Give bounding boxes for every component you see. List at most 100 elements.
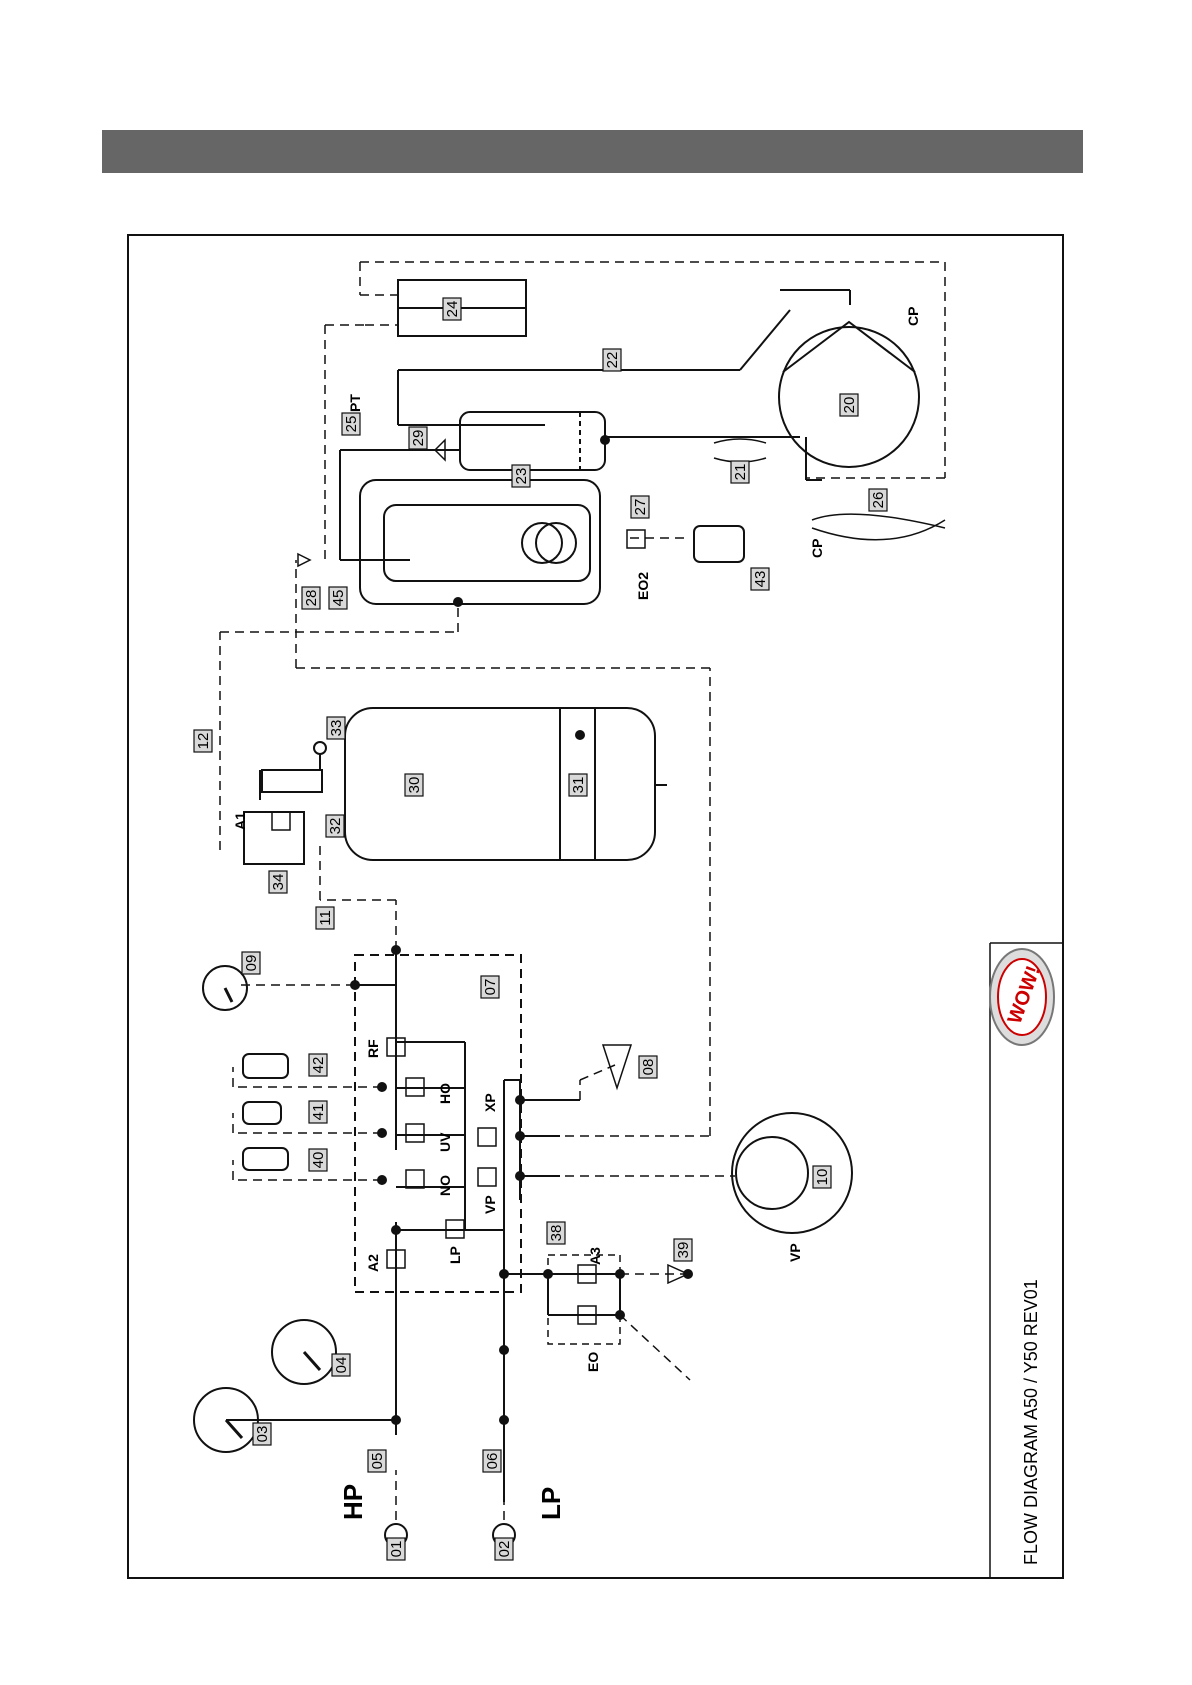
part-number: 20: [841, 397, 858, 414]
part-number: 23: [513, 468, 530, 485]
oil-bottle-42-icon: [243, 1054, 288, 1078]
part-number: 31: [570, 777, 587, 794]
part-number: 08: [640, 1059, 657, 1076]
part-number: 45: [330, 590, 347, 607]
part-tag-20: 20: [840, 394, 858, 416]
part-tag-01: 01: [387, 1538, 405, 1560]
part-number: 39: [675, 1242, 692, 1259]
part-tag-32: 32: [326, 815, 344, 837]
part-tag-40: 40: [309, 1149, 327, 1171]
lp-label: LP: [536, 1487, 566, 1520]
valve-label-vp: VP: [482, 1195, 498, 1214]
part-number: 05: [369, 1453, 386, 1470]
part-number: 32: [327, 818, 344, 835]
part-tag-12: 12: [194, 730, 212, 752]
part-number: 43: [752, 571, 769, 588]
part-tag-29: 29: [409, 427, 427, 449]
diagram-frame: [128, 235, 1063, 1578]
oil-bottle-43-icon: [694, 526, 744, 562]
part-number: 09: [243, 955, 260, 972]
part-tag-11: 11: [316, 907, 334, 929]
check-valve-28-icon: [298, 554, 310, 566]
part-tag-08: 08: [639, 1056, 657, 1078]
fan-label-cp: CP: [809, 539, 825, 558]
part-number: 10: [814, 1169, 831, 1186]
part-tag-42: 42: [309, 1054, 327, 1076]
tank-30-icon: [345, 708, 655, 860]
part-number: 28: [303, 590, 320, 607]
part-tag-30: 30: [405, 774, 423, 796]
part-number: 30: [406, 777, 423, 794]
part-number: 02: [496, 1541, 513, 1558]
part-number: 04: [333, 1357, 350, 1374]
valve-label-uv: UV: [437, 1132, 453, 1152]
valve-label-a2: A2: [365, 1254, 381, 1272]
part-number: 21: [732, 464, 749, 481]
part-number: 22: [604, 352, 621, 369]
part-number: 11: [317, 910, 334, 926]
part-tag-09: 09: [242, 952, 260, 974]
valve-no-icon: [406, 1170, 424, 1188]
wow-logo-badge: WOW!: [990, 949, 1054, 1045]
part-tag-27: 27: [631, 496, 649, 518]
part-tag-05: 05: [368, 1450, 386, 1472]
part-tag-26: 26: [869, 489, 887, 511]
part-number: 01: [388, 1541, 405, 1558]
part-tag-23: 23: [512, 465, 530, 487]
part-number-tags: 01 02 03 04 05 06 07 08 09 10 11 12 20 21 22 23 24 25 26 27…: [194, 298, 887, 1560]
valve-eo2-icon: [627, 530, 645, 548]
valve-label-xp: XP: [482, 1093, 498, 1112]
part-tag-41: 41: [309, 1101, 327, 1123]
fan-26-icon: [812, 514, 945, 528]
part-tag-21: 21: [731, 461, 749, 483]
part-tag-06: 06: [483, 1450, 501, 1472]
valve-label-pt: PT: [347, 394, 363, 412]
valve-label-ho: HO: [437, 1083, 453, 1104]
heat-exchanger-23-icon: [360, 480, 600, 604]
vacuum-pump-10-icon: [732, 1113, 852, 1233]
fan-21-icon: [714, 439, 766, 443]
valve-label-a3: A3: [587, 1247, 603, 1265]
valve-label-a1: A1: [232, 812, 248, 830]
part-tag-33: 33: [327, 717, 345, 739]
part-tag-24: 24: [443, 298, 461, 320]
part-tag-07: 07: [481, 976, 499, 998]
valve-xp-icon: [478, 1128, 496, 1146]
valve-vp-icon: [478, 1168, 496, 1186]
check-valve-08-icon: [603, 1045, 631, 1088]
part-number: 24: [444, 301, 461, 318]
part-tag-34: 34: [269, 871, 287, 893]
oil-bottle-41-icon: [243, 1102, 281, 1124]
part-number: 12: [195, 733, 212, 750]
part-number: 38: [548, 1225, 565, 1242]
valve-box-38: [548, 1255, 620, 1344]
part-tag-39: 39: [674, 1239, 692, 1261]
part-number: 40: [310, 1152, 327, 1169]
compressor-label-cp: CP: [905, 307, 921, 326]
part-number: 33: [328, 720, 345, 737]
valve-label-eo: EO: [585, 1352, 601, 1372]
part-tag-02: 02: [495, 1538, 513, 1560]
vacuum-pump-label-vp: VP: [787, 1243, 803, 1262]
part-number: 03: [254, 1426, 271, 1443]
part-number: 29: [410, 430, 427, 447]
page-title: FLOW DIAGRAM A50 / Y50 REV01: [1021, 1279, 1041, 1565]
part-tag-03: 03: [253, 1423, 271, 1445]
part-number: 25: [343, 416, 360, 433]
part-number: 42: [310, 1057, 327, 1074]
part-number: 26: [870, 492, 887, 509]
part-number: 07: [482, 979, 499, 996]
valve-label-eo2: EO2: [635, 572, 651, 600]
part-number: 06: [484, 1453, 501, 1470]
part-number: 41: [310, 1104, 327, 1121]
part-tag-25: 25: [342, 413, 360, 435]
oil-bottle-40-icon: [243, 1148, 288, 1170]
part-tag-04: 04: [332, 1354, 350, 1376]
valve-label-no: NO: [437, 1175, 453, 1196]
part-tag-28: 28: [302, 587, 320, 609]
part-tag-31: 31: [569, 774, 587, 796]
filter-a1-34-icon: [244, 812, 304, 864]
valve-label-rf: RF: [365, 1039, 381, 1058]
separator-icon: [460, 412, 605, 470]
valve-label-lp: LP: [447, 1246, 463, 1264]
